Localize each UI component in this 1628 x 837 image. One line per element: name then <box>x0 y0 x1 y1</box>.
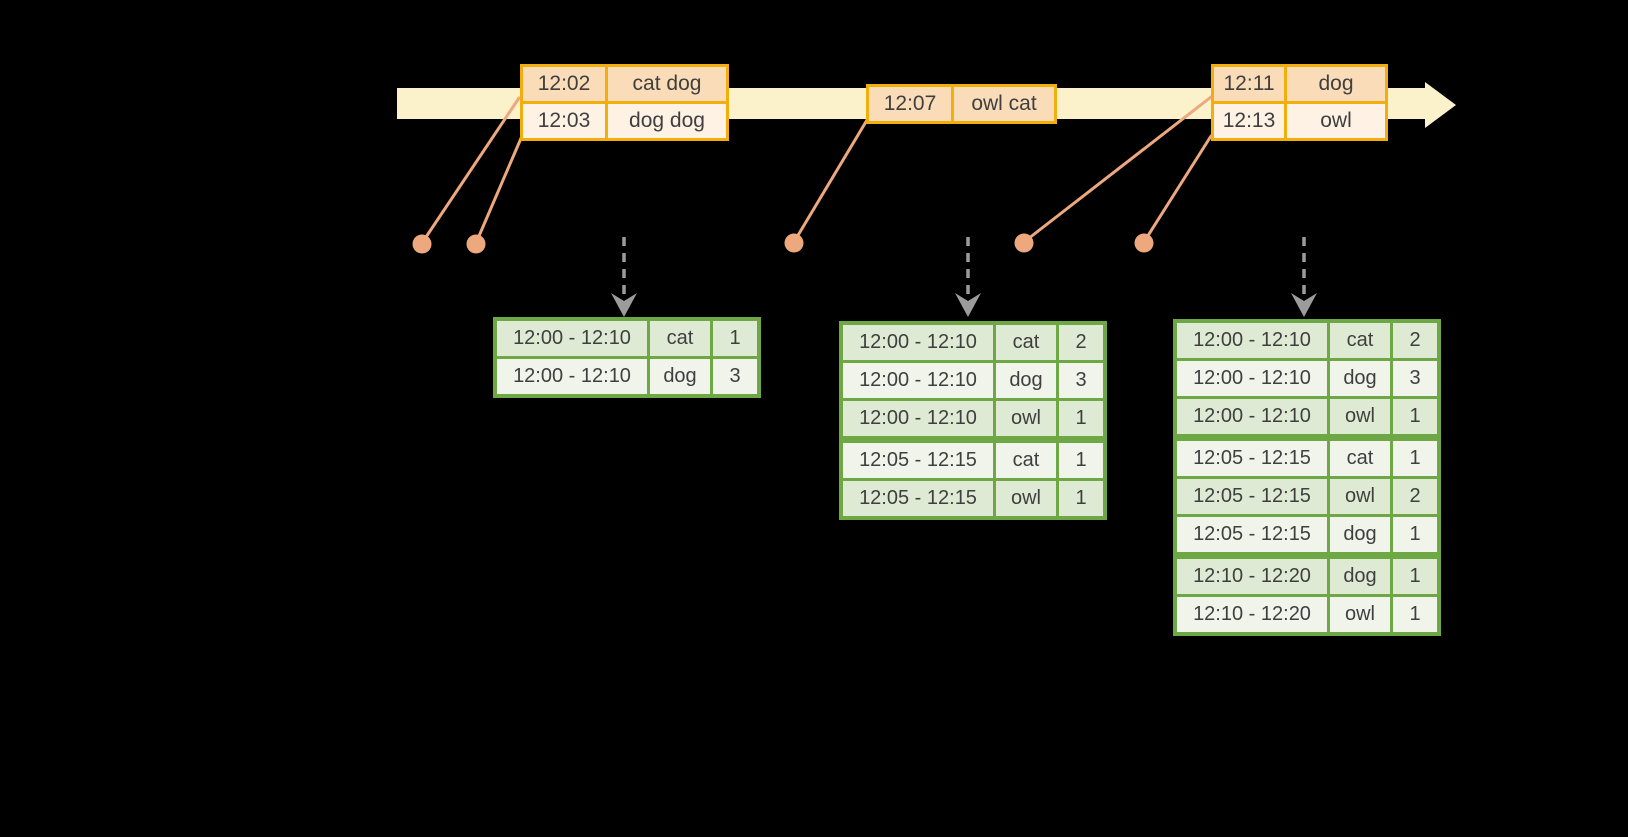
word-cell: owl <box>996 401 1056 436</box>
word-cell: cat <box>1330 441 1390 476</box>
count-cell: 1 <box>1059 443 1103 478</box>
count-cell: 3 <box>1393 361 1437 396</box>
table-row: 12:05 - 12:15 cat 1 <box>843 443 1103 478</box>
count-cell: 3 <box>1059 363 1103 398</box>
trigger-arrow-head-icon <box>955 293 981 317</box>
connector-line <box>420 96 521 245</box>
window-cell: 12:00 - 12:10 <box>1177 399 1327 434</box>
result-table-2: 12:00 - 12:10 cat 2 12:00 - 12:10 dog 3 … <box>839 321 1107 520</box>
count-cell: 1 <box>1059 481 1103 516</box>
table-row: 12:05 - 12:15 owl 1 <box>843 481 1103 516</box>
event-time-cell: 12:11 <box>1214 67 1284 101</box>
window-cell: 12:00 - 12:10 <box>497 359 647 394</box>
event-words-cell: cat dog <box>608 67 726 101</box>
event-time-cell: 12:07 <box>869 87 951 121</box>
table-row: 12:00 - 12:10 owl 1 <box>1177 399 1437 434</box>
word-cell: dog <box>1330 361 1390 396</box>
window-cell: 12:00 - 12:10 <box>1177 323 1327 358</box>
connector-line <box>1142 134 1213 244</box>
word-cell: cat <box>1330 323 1390 358</box>
count-cell: 3 <box>713 359 757 394</box>
connector-line <box>474 134 524 245</box>
event-dot <box>412 234 432 254</box>
event-words-cell: dog dog <box>608 104 726 138</box>
count-cell: 2 <box>1393 479 1437 514</box>
event-words-cell: dog <box>1287 67 1385 101</box>
event-words-cell: owl <box>1287 104 1385 138</box>
word-cell: cat <box>650 321 710 356</box>
table-row: 12:00 - 12:10 cat 2 <box>843 325 1103 360</box>
word-cell: dog <box>1330 517 1390 552</box>
count-cell: 1 <box>1393 559 1437 594</box>
table-row: 12:00 - 12:10 dog 3 <box>1177 361 1437 396</box>
event-dot <box>1134 233 1154 253</box>
result-table-3: 12:00 - 12:10 cat 2 12:00 - 12:10 dog 3 … <box>1173 319 1441 636</box>
window-cell: 12:00 - 12:10 <box>1177 361 1327 396</box>
table-row: 12:00 - 12:10 cat 1 <box>497 321 757 356</box>
window-cell: 12:05 - 12:15 <box>843 481 993 516</box>
trigger-arrow-head-icon <box>611 293 637 317</box>
table-row: 12:05 - 12:15 owl 2 <box>1177 479 1437 514</box>
table-row: 12:11 dog <box>1214 67 1385 101</box>
window-cell: 12:10 - 12:20 <box>1177 559 1327 594</box>
window-cell: 12:00 - 12:10 <box>497 321 647 356</box>
word-cell: owl <box>996 481 1056 516</box>
count-cell: 1 <box>1393 517 1437 552</box>
event-table-2: 12:07 owl cat <box>866 84 1057 124</box>
event-dot <box>784 233 804 253</box>
result-table-1: 12:00 - 12:10 cat 1 12:00 - 12:10 dog 3 <box>493 317 761 398</box>
event-table-3: 12:11 dog 12:13 owl <box>1211 64 1388 141</box>
window-cell: 12:05 - 12:15 <box>1177 479 1327 514</box>
event-dot <box>466 234 486 254</box>
trigger-arrow-head-icon <box>1291 293 1317 317</box>
table-row: 12:02 cat dog <box>523 67 726 101</box>
event-words-cell: owl cat <box>954 87 1054 121</box>
word-cell: dog <box>996 363 1056 398</box>
window-cell: 12:05 - 12:15 <box>1177 441 1327 476</box>
table-row: 12:00 - 12:10 dog 3 <box>843 363 1103 398</box>
table-row: 12:00 - 12:10 cat 2 <box>1177 323 1437 358</box>
window-cell: 12:05 - 12:15 <box>843 443 993 478</box>
word-cell: cat <box>996 443 1056 478</box>
table-row: 12:07 owl cat <box>869 87 1054 121</box>
table-row: 12:05 - 12:15 cat 1 <box>1177 441 1437 476</box>
word-cell: owl <box>1330 479 1390 514</box>
word-cell: dog <box>650 359 710 394</box>
window-cell: 12:00 - 12:10 <box>843 325 993 360</box>
count-cell: 1 <box>1059 401 1103 436</box>
word-cell: owl <box>1330 597 1390 632</box>
window-cell: 12:00 - 12:10 <box>843 401 993 436</box>
event-dot <box>1014 233 1034 253</box>
table-row: 12:13 owl <box>1214 104 1385 138</box>
count-cell: 2 <box>1059 325 1103 360</box>
connector-line <box>792 118 869 244</box>
event-time-cell: 12:02 <box>523 67 605 101</box>
window-cell: 12:05 - 12:15 <box>1177 517 1327 552</box>
count-cell: 1 <box>1393 399 1437 434</box>
event-table-1: 12:02 cat dog 12:03 dog dog <box>520 64 729 141</box>
count-cell: 1 <box>713 321 757 356</box>
word-cell: owl <box>1330 399 1390 434</box>
table-row: 12:03 dog dog <box>523 104 726 138</box>
table-row: 12:10 - 12:20 dog 1 <box>1177 559 1437 594</box>
table-row: 12:00 - 12:10 dog 3 <box>497 359 757 394</box>
timeline-arrowhead-icon <box>1425 82 1456 128</box>
connector-line <box>1022 95 1213 244</box>
event-time-cell: 12:03 <box>523 104 605 138</box>
count-cell: 1 <box>1393 441 1437 476</box>
count-cell: 1 <box>1393 597 1437 632</box>
count-cell: 2 <box>1393 323 1437 358</box>
word-cell: cat <box>996 325 1056 360</box>
table-row: 12:05 - 12:15 dog 1 <box>1177 517 1437 552</box>
word-cell: dog <box>1330 559 1390 594</box>
window-cell: 12:00 - 12:10 <box>843 363 993 398</box>
event-time-cell: 12:13 <box>1214 104 1284 138</box>
table-row: 12:10 - 12:20 owl 1 <box>1177 597 1437 632</box>
table-row: 12:00 - 12:10 owl 1 <box>843 401 1103 436</box>
window-cell: 12:10 - 12:20 <box>1177 597 1327 632</box>
